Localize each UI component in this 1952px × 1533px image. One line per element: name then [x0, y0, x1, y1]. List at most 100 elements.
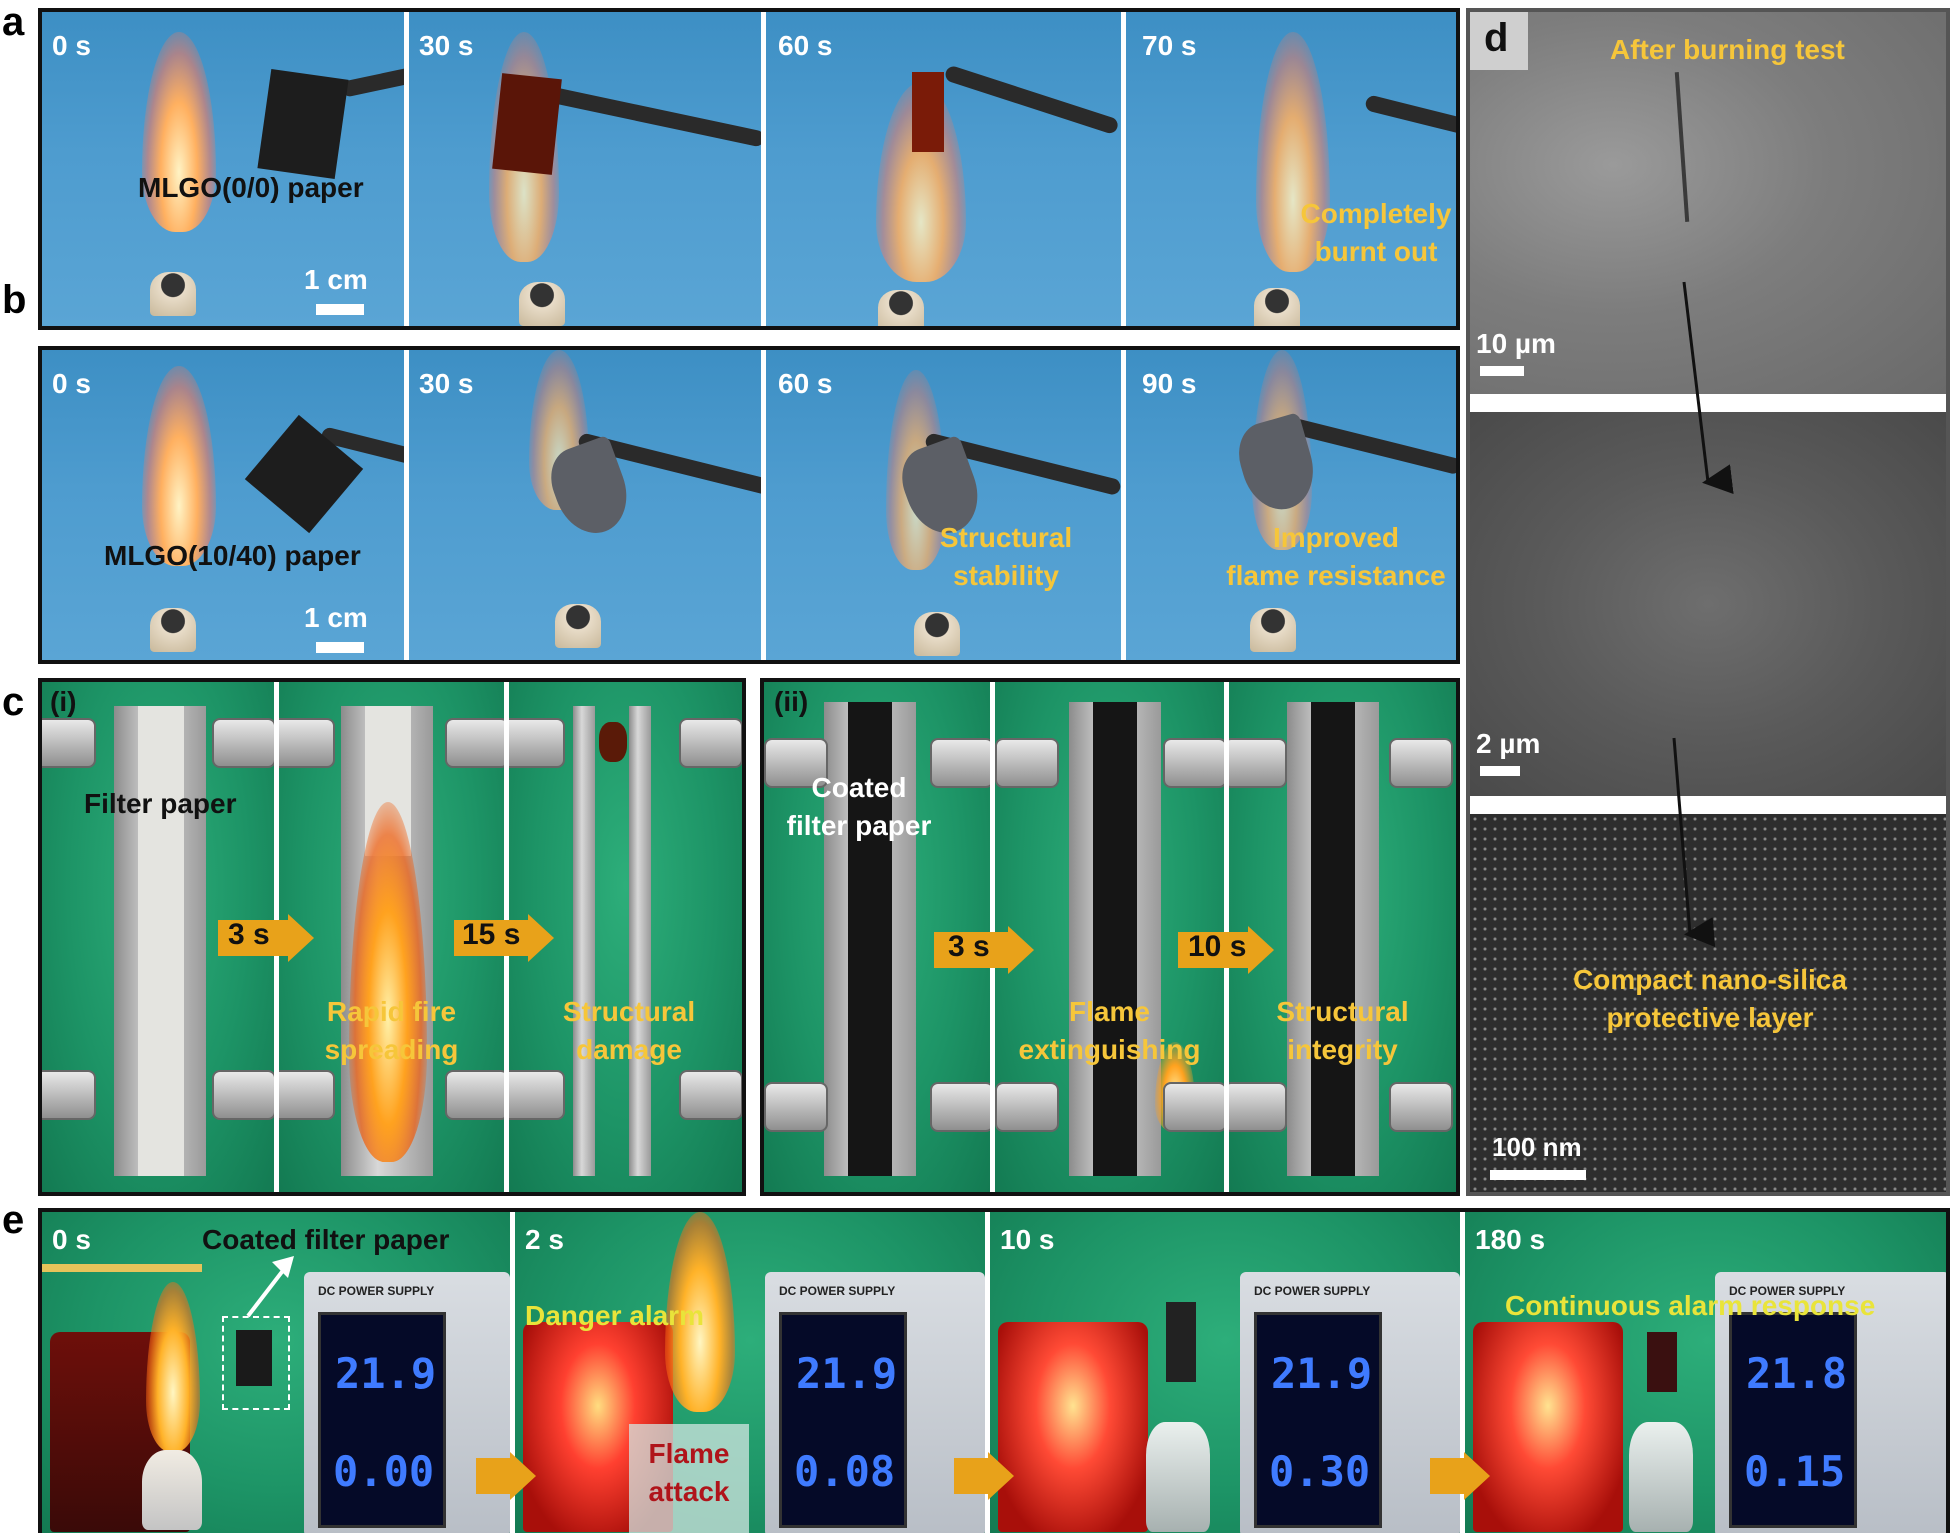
clamp: [1389, 738, 1453, 788]
arrow-label: 3 s: [228, 918, 270, 951]
sequence-arrow: [954, 1452, 1014, 1500]
time-label: 0 s: [52, 1224, 91, 1255]
burner: [1250, 608, 1296, 652]
separator: [404, 350, 409, 660]
voltage-readout: 21.9: [796, 1349, 898, 1398]
panel-c-i: (i) Filter paper Rapid fire spreading St…: [38, 678, 746, 1196]
part-tag: (i): [50, 686, 77, 717]
psu-display: 21.9 0.00: [318, 1312, 446, 1528]
holder-rod: [943, 64, 1120, 136]
clamp: [679, 1070, 742, 1120]
arrow-body: [934, 932, 1008, 968]
sample-label-line-1: Coated: [811, 772, 907, 803]
time-label: 180 s: [1475, 1224, 1546, 1255]
panel-e: DC POWER SUPPLY 21.9 0.00 0 s Coated fil…: [38, 1208, 1950, 1533]
sem-image-1: d After burning test 10 µm: [1470, 12, 1946, 394]
note-line-2: extinguishing: [1018, 1034, 1201, 1065]
alarm-light-active: [998, 1322, 1148, 1532]
power-supply: DC POWER SUPPLY 21.9 0.08: [765, 1272, 985, 1533]
note-line-1: Structural: [939, 522, 1073, 553]
arrow-body: [218, 920, 288, 956]
arrow-head-icon: [1008, 926, 1034, 974]
holder-rod: [340, 61, 404, 98]
time-label: 30 s: [419, 368, 474, 399]
note-line-1: Rapid fire: [326, 996, 457, 1027]
note-line-2: integrity: [1287, 1034, 1398, 1065]
alcohol-lamp: [142, 1450, 202, 1530]
sample-label: MLGO(0/0) paper: [138, 172, 364, 203]
clamp: [1229, 738, 1287, 788]
clamp: [1229, 1082, 1287, 1132]
sample-label: Filter paper: [84, 788, 237, 819]
clamp: [1163, 1082, 1224, 1132]
clamp: [445, 718, 504, 768]
arrow-head-icon: [510, 1452, 536, 1500]
power-supply: DC POWER SUPPLY 21.9 0.00: [304, 1272, 510, 1533]
panel-c-i-frame-3: Structural damage: [509, 682, 742, 1192]
clamp: [679, 718, 742, 768]
current-readout: 0.00: [333, 1447, 435, 1496]
note-line-2: damage: [576, 1034, 682, 1065]
clamp: [995, 1082, 1059, 1132]
alcohol-lamp: [1629, 1422, 1693, 1532]
separator: [510, 1212, 515, 1533]
clamp: [930, 1082, 990, 1132]
mlgo-paper-sample: [257, 69, 349, 179]
sequence-arrow: [1430, 1452, 1490, 1500]
holder-rod: [1364, 94, 1456, 137]
scale-label: 100 nm: [1492, 1132, 1582, 1162]
clamp: [764, 738, 828, 788]
burning-paper: [492, 73, 562, 175]
note-line-2: protective layer: [1606, 1002, 1814, 1033]
power-supply: DC POWER SUPPLY 21.8 0.15: [1715, 1272, 1946, 1533]
continuous-alarm-label: Continuous alarm response: [1505, 1290, 1876, 1321]
time-label: 60 s: [778, 30, 833, 61]
panel-a: 0 s MLGO(0/0) paper 1 cm 30 s 60 s 70 s …: [38, 8, 1460, 330]
panel-e-frame-4: DC POWER SUPPLY 21.8 0.15 180 s Continuo…: [1465, 1212, 1946, 1533]
arrow-label: 3 s: [948, 930, 990, 963]
clamp: [212, 1070, 274, 1120]
scale-label: 1 cm: [304, 602, 368, 633]
time-arrow-1: 3 s: [218, 914, 314, 962]
scale-bar: [316, 642, 364, 653]
arrow-head-icon: [288, 914, 314, 962]
clamp: [930, 738, 990, 788]
alarm-light-active: [1473, 1322, 1623, 1532]
sample-label: MLGO(10/40) paper: [104, 540, 361, 571]
arrow-head-icon: [1248, 926, 1274, 974]
burnt-residue: [599, 722, 627, 762]
scale-label: 1 cm: [304, 264, 368, 295]
panel-c-i-frame-1: (i) Filter paper: [42, 682, 274, 1192]
zoom-arrows: [1672, 281, 1734, 947]
clamp: [42, 718, 96, 768]
arrow-head-icon: [528, 914, 554, 962]
panel-c-ii: (ii) Coated filter paper Flame extinguis…: [760, 678, 1460, 1196]
panel-b: 0 s MLGO(10/40) paper 1 cm 30 s 60 s Str…: [38, 346, 1460, 664]
sample-label: Coated filter paper: [202, 1224, 450, 1255]
psu-brand: DC POWER SUPPLY: [1254, 1284, 1371, 1298]
panel-label-e: e: [2, 1198, 25, 1242]
time-label: 10 s: [1000, 1224, 1055, 1255]
clamp: [1389, 1082, 1453, 1132]
psu-brand: DC POWER SUPPLY: [318, 1284, 435, 1298]
coated-filter-paper-strip: [1311, 702, 1355, 1176]
clamp: [279, 1070, 335, 1120]
foil-strip: [629, 706, 651, 1176]
scale-bar: [316, 304, 364, 315]
arrow-label: 10 s: [1188, 930, 1247, 963]
filter-paper-strip: [138, 706, 184, 1176]
burner: [1254, 288, 1300, 326]
part-tag: (ii): [774, 686, 809, 717]
voltage-readout: 21.9: [335, 1349, 437, 1398]
foil-strip: [573, 706, 595, 1176]
separator: [761, 350, 766, 660]
panel-b-frame-4: 90 s Improved flame resistance: [1126, 350, 1456, 660]
flame-label-line-1: Flame: [648, 1438, 730, 1469]
panel-label-b: b: [2, 278, 27, 322]
time-label: 90 s: [1142, 368, 1197, 399]
time-label: 60 s: [778, 368, 833, 399]
coated-filter-paper: [1166, 1302, 1196, 1382]
separator: [1121, 350, 1126, 660]
arrow-body: [476, 1458, 510, 1494]
separator: [1121, 12, 1126, 326]
